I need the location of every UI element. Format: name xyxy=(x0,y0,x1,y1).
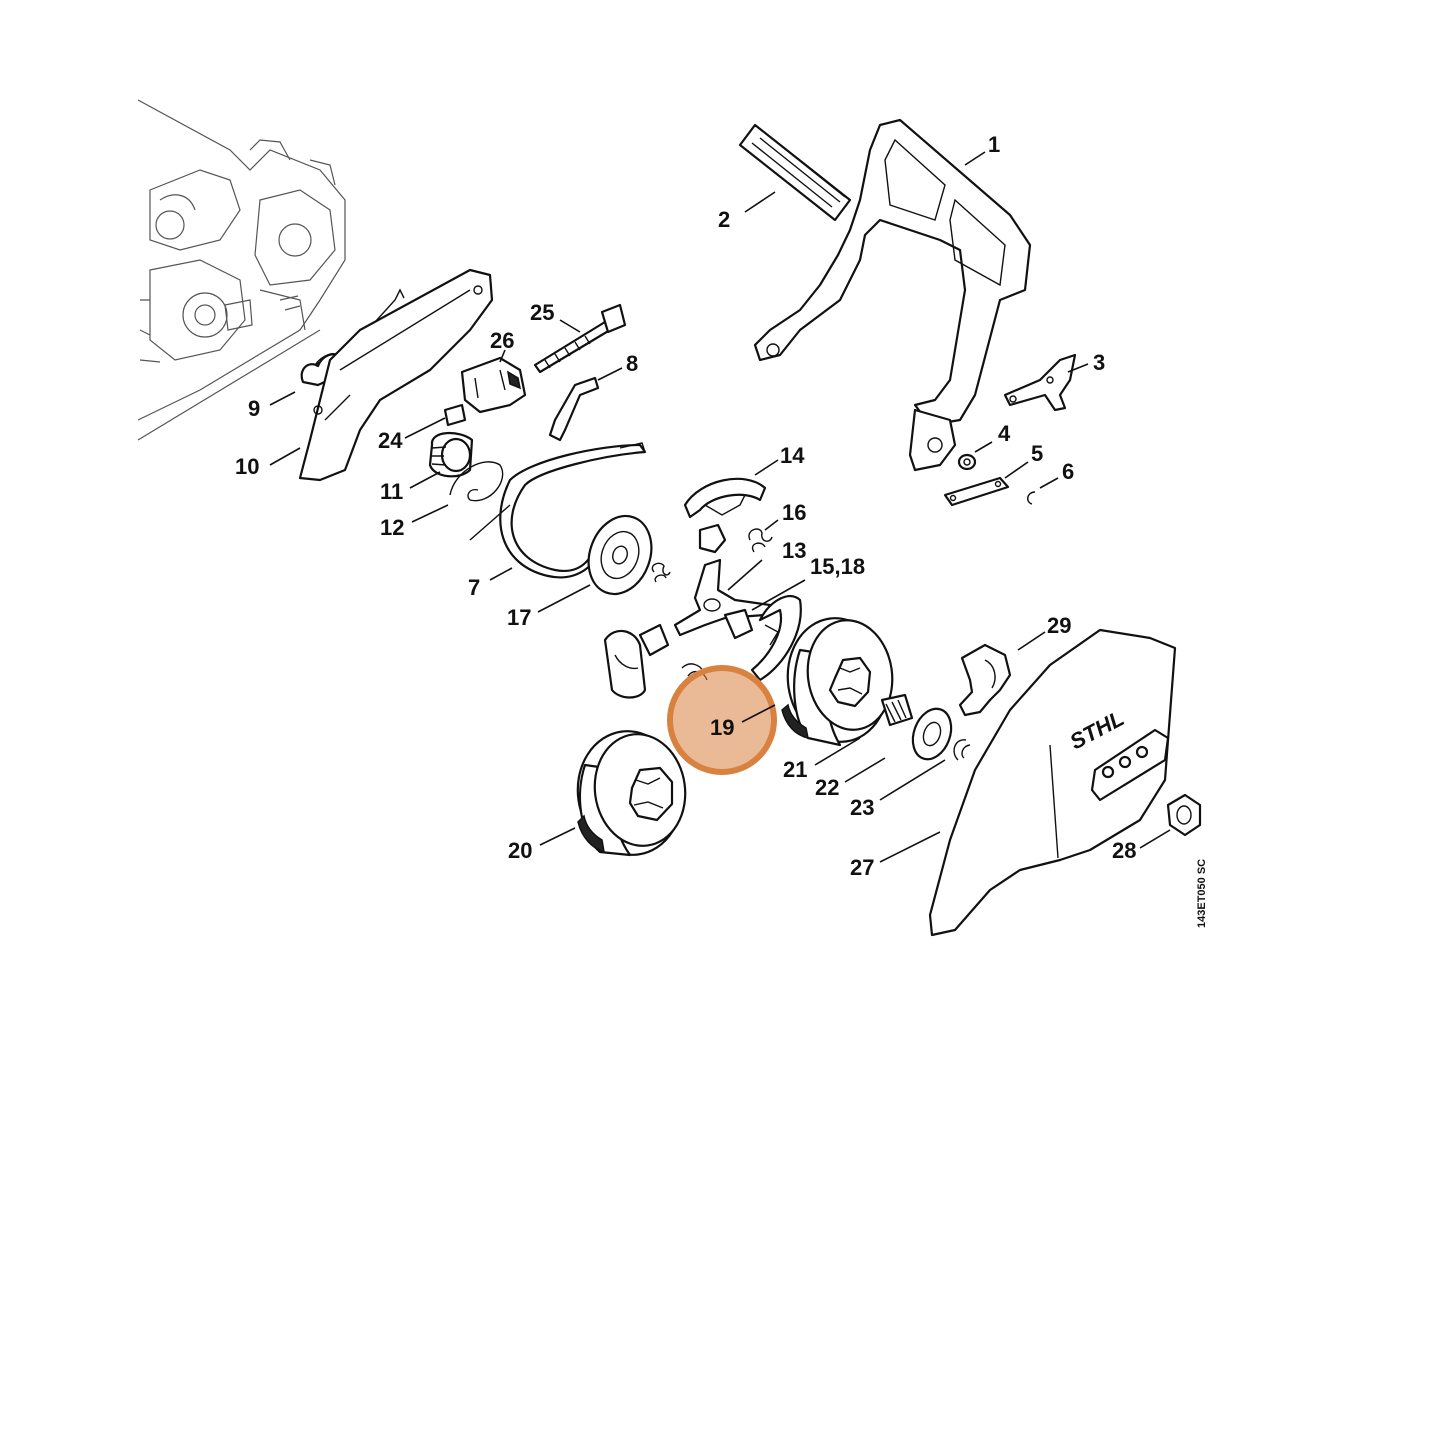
part-13-clutch-carrier xyxy=(673,523,772,637)
part-23-washer-clip xyxy=(911,707,971,761)
callout-8[interactable]: 8 xyxy=(626,351,638,376)
callout-22[interactable]: 22 xyxy=(815,775,839,800)
callout-29[interactable]: 29 xyxy=(1047,613,1071,638)
part-7-brake-band xyxy=(469,442,647,579)
callout-10[interactable]: 10 xyxy=(235,454,259,479)
part-24-pin xyxy=(443,403,467,427)
callout-6[interactable]: 6 xyxy=(1062,459,1074,484)
callout-19[interactable]: 19 xyxy=(710,715,734,740)
callout-5[interactable]: 5 xyxy=(1031,441,1043,466)
callout-25[interactable]: 25 xyxy=(530,300,554,325)
part-14-clutch-shoe xyxy=(683,477,767,519)
callout-24[interactable]: 24 xyxy=(378,428,403,453)
callout-3[interactable]: 3 xyxy=(1093,350,1105,375)
callout-4[interactable]: 4 xyxy=(998,421,1011,446)
callout-28[interactable]: 28 xyxy=(1112,838,1136,863)
part-27-sprocket-cover: STHL xyxy=(928,628,1177,937)
part-22-needle-bearing xyxy=(880,693,914,727)
part-2-grip-pad xyxy=(738,123,852,222)
part-26-tensioner-nut xyxy=(460,356,527,414)
callout-17[interactable]: 17 xyxy=(507,605,531,630)
callout-20[interactable]: 20 xyxy=(508,838,532,863)
part-16-spring xyxy=(748,528,773,553)
callout-labels: 1 2 3 4 5 6 7 8 9 10 11 12 13 14 15,18 1… xyxy=(235,132,1136,880)
document-code: 143ET050 SC xyxy=(1196,859,1208,928)
leader-lines xyxy=(269,151,1171,863)
callout-13[interactable]: 13 xyxy=(782,538,806,563)
part-4-washer xyxy=(957,453,977,471)
part-29-tensioner xyxy=(958,643,1012,717)
part-17-thrust-plate xyxy=(587,514,653,596)
callout-23[interactable]: 23 xyxy=(850,795,874,820)
part-small-spring xyxy=(651,562,671,583)
highlight-marker[interactable] xyxy=(667,665,777,775)
callout-14[interactable]: 14 xyxy=(780,443,805,468)
part-25-screw xyxy=(533,303,627,374)
callout-27[interactable]: 27 xyxy=(850,855,874,880)
part-15-18-clutch-shoes xyxy=(603,594,802,699)
part-8-bracket xyxy=(548,376,600,442)
callout-26[interactable]: 26 xyxy=(490,328,514,353)
callout-21[interactable]: 21 xyxy=(783,757,807,782)
part-21-clutch-drum xyxy=(781,617,894,747)
part-6-clip xyxy=(1027,491,1036,505)
part-11-sleeve xyxy=(428,432,474,478)
callout-16[interactable]: 16 xyxy=(782,500,806,525)
callout-12[interactable]: 12 xyxy=(380,515,404,540)
callout-9[interactable]: 9 xyxy=(248,396,260,421)
callout-11[interactable]: 11 xyxy=(380,479,403,504)
part-20-spur-drum xyxy=(576,730,687,857)
part-1-hand-guard xyxy=(753,118,1032,472)
part-28-nut xyxy=(1166,793,1202,837)
part-5-link xyxy=(943,476,1010,507)
part-3-lever xyxy=(1003,353,1077,412)
part-12-spring-wire xyxy=(449,461,504,502)
callout-7[interactable]: 7 xyxy=(468,575,480,600)
part-10-side-plate xyxy=(298,268,494,482)
callout-2[interactable]: 2 xyxy=(718,207,730,232)
engine-housing xyxy=(137,99,346,441)
callout-1[interactable]: 1 xyxy=(988,132,1000,157)
callout-15-18[interactable]: 15,18 xyxy=(810,554,865,579)
